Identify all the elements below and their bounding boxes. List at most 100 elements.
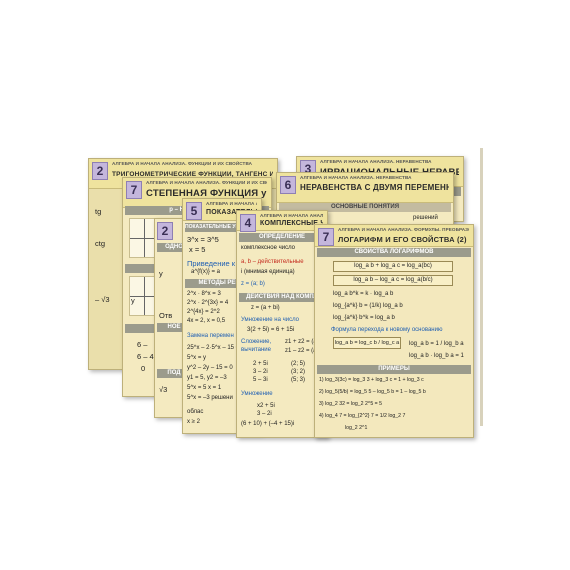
poster-number: 4 [240,214,256,232]
poster-complex-numbers: 4 АЛГЕБРА И НАЧАЛА АНАЛИЗА. ФОРМУЛЫ. ПРЕ… [236,210,328,438]
section-header: НОЕ [157,323,191,332]
formula-box: log_a b – log_a c = log_a(b/c) [333,275,453,286]
poster-caption: АЛГЕБРА И НАЧАЛА АНАЛИЗА. ФУНКЦИИ И ИХ С… [112,161,253,166]
formula-line: 0 [141,364,146,373]
formula-line: – √3 [95,295,110,304]
method-label: Замена перемен [187,333,234,339]
formula-line: 3 – 2i [253,369,268,375]
formula-line: x2 + 5i [257,403,275,409]
formula-line: y [131,296,135,305]
formula-line: (2; 5) [291,361,306,367]
x-axis [130,238,164,239]
section-header: ДЕЙСТВИЯ НАД КОМПЛ [239,293,325,302]
formula-box: log_a b = log_c b / log_c a [333,337,401,349]
example-line: 1) log_3(3c) = log_3 3 + log_3 c = 1 + l… [319,377,424,383]
formula-line: 5^x = –3 решени [187,395,233,401]
y-axis [143,219,145,257]
example-line: 3) log_2 32 = log_2 2^5 = 5 [319,401,383,407]
formula-line: z = (a; b) [241,281,265,287]
formula-line: 6 – [137,340,148,349]
section-header: СВОЙСТВА ЛОГАРИФМОВ [317,248,471,257]
formula-line: 2^x · 2^{3x} = 4 [187,300,229,306]
formula-line: log_a b^k = k · log_a b [333,291,394,297]
formula-line: i (мнимая единица) [241,269,295,275]
poster-number: 6 [280,176,296,194]
formula-line: 3^x = 3^5 [187,235,219,244]
method-label: Приведение к [187,259,236,268]
section-header: ОСНОВНЫЕ ПОНЯТИЯ [279,203,451,212]
poster-number: 2 [92,162,108,180]
formula-line: (5; 3) [291,377,306,383]
operation-label: вычитание [241,347,271,353]
section-header: ОДНО [157,243,191,252]
section-header: ПРИМЕРЫ [317,365,471,374]
formula-line: x = 5 [189,245,206,254]
poster-caption: АЛГЕБРА И НАЧАЛА АНАЛИЗА. НЕРАВЕНСТВА [320,159,432,164]
formula-line: 6 – 4 [137,352,154,361]
section-header: МЕТОДЫ РЕШЕ [185,279,259,288]
formula-line: log_a b = 1 / log_b a [409,341,464,347]
formula-line: a^{f(x)} = a [191,269,220,275]
formula-line: 2^{4x} = 2^2 [187,309,220,315]
formula-line: √3 [159,385,168,394]
example-line: log_2 2^1 [345,425,368,431]
formula-line: 4x = 2, x = 0,5 [187,318,226,324]
formula-line: (6 + 10) + (–4 + 15)i [241,421,295,427]
formula-line: z1 – z2 = (a [285,348,317,354]
formula-line: комплексное число [241,245,295,251]
formula-line: y [159,269,163,278]
poster-caption: АЛГЕБРА И НАЧАЛА АНАЛИЗА. ФОРМУЛЫ. ПРЕОБ… [338,227,469,232]
formula-line: log_a b · log_b a = 1 [409,353,464,359]
formula-line: 25^x – 2·5^x – 15 = 0 [187,345,245,351]
operation-label: Умножение [241,391,273,397]
section-header: ПОД [157,369,191,378]
formula-line: y1 = 5, y2 = –3 [187,375,227,381]
poster-caption: АЛГЕБРА И НАЧАЛА АНАЛИЗА. НЕРАВЕНСТВА [300,175,412,180]
section-header: ОПРЕДЕЛЕНИЕ [239,233,325,242]
poster-number: 5 [186,202,202,220]
poster-title: ТРИГОНОМЕТРИЧЕСКИЕ ФУНКЦИИ, ТАНГЕНС И КО… [112,171,273,178]
poster-number: 7 [126,181,142,199]
poster-caption: АЛГЕБРА И НАЧАЛА АНАЛИЗА. ФУНКЦИИ И ИХ С… [146,180,267,185]
formula-line: log_{a^k} b = (1/k) log_a b [333,303,403,309]
poster-header: 4 АЛГЕБРА И НАЧАЛА АНАЛИЗА. ФОРМУЛЫ. ПРЕ… [237,211,327,232]
formula-line: 2 + 5i [253,361,268,367]
formula-line: y^2 – 2y – 15 = 0 [187,365,233,371]
formula-line: 3(2 + 5i) = 6 + 15i [247,327,295,333]
poster-header: 6 АЛГЕБРА И НАЧАЛА АНАЛИЗА. НЕРАВЕНСТВА … [277,173,453,203]
operation-label: Сложение, [241,339,272,345]
formula-line: 5^x = y [187,355,206,361]
poster-caption: АЛГЕБРА И НАЧАЛА АНАЛИЗА [206,201,257,206]
formula-line: 3 – 2i [257,411,272,417]
poster-title: КОМПЛЕКСНЫЕ ЧИСЛА (1) [260,220,323,227]
x-axis [130,296,164,297]
formula-line: tg [95,207,102,216]
operation-label: Умножение на число [241,317,299,323]
formula-line: облас [187,409,204,415]
poster-header: 7 АЛГЕБРА И НАЧАЛА АНАЛИЗА. ФОРМУЛЫ. ПРЕ… [315,225,473,247]
example-line: 4) log_4 7 = log_{2^2} 7 = 1/2 log_2 7 [319,413,406,419]
poster-title: СТЕПЕННАЯ ФУНКЦИЯ y = x^p [146,188,267,199]
formula-line: решений [413,215,438,221]
formula-line: 2^x · 8^x = 3 [187,291,221,297]
poster-title: НЕРАВЕНСТВА С ДВУМЯ ПЕРЕМЕННЫМИ [300,183,449,192]
formula-line: a, b – действительные [241,259,304,265]
section-header: ПОКАЗАТЕЛЬНЫЕ УРАВНЕНИЯ [185,223,259,232]
poster-caption: АЛГЕБРА И НАЧАЛА АНАЛИЗА. ФОРМУЛЫ. ПРЕОБ… [260,213,323,218]
formula-caption: Формула перехода к новому основанию [331,327,443,333]
formula-line: Отв [159,311,173,320]
y-axis [143,277,145,315]
background-edge [480,148,483,426]
formula-line: (3; 2) [291,369,306,375]
formula-line: ctg [95,239,106,248]
poster-title: ЛОГАРИФМ И ЕГО СВОЙСТВА (2) [338,235,467,244]
formula-line: 5^x = 5 x = 1 [187,385,222,391]
poster-number: 2 [157,222,173,240]
formula-line: 5 – 3i [253,377,268,383]
poster-number: 7 [318,228,334,246]
formula-box: log_a b + log_a c = log_a(bc) [333,261,453,272]
formula-line: z1 + z2 = (a [285,339,317,345]
formula-line: x ≥ 2 [187,419,200,425]
poster-logarithm-properties: 7 АЛГЕБРА И НАЧАЛА АНАЛИЗА. ФОРМУЛЫ. ПРЕ… [314,224,474,438]
